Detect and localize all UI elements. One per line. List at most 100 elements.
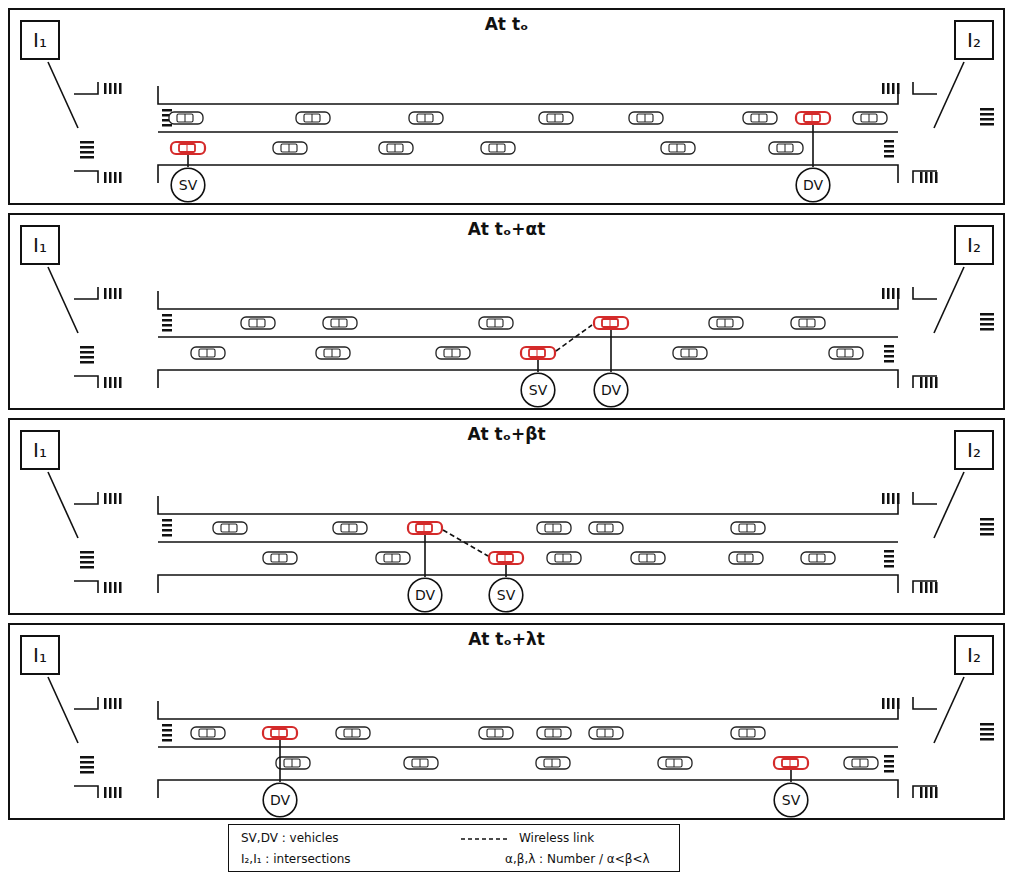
crosswalk [162, 324, 172, 327]
vehicle-label: DV [803, 177, 823, 193]
intersection-pointer [934, 62, 964, 128]
crosswalk [162, 524, 172, 527]
vehicle [376, 552, 410, 564]
vehicle-circle: DV [262, 782, 298, 818]
crosswalk [925, 377, 928, 388]
legend-text: I₂,I₁ : intersections [241, 852, 351, 866]
crosswalk [884, 760, 894, 763]
street-corner [74, 492, 98, 504]
crosswalk [935, 377, 938, 388]
crosswalk [80, 356, 94, 359]
crosswalk [930, 582, 933, 593]
crosswalk [119, 787, 122, 798]
crosswalk [80, 756, 94, 759]
vehicle [829, 347, 863, 359]
vehicle-marker-line [537, 360, 539, 372]
crosswalk [930, 787, 933, 798]
vehicle [791, 317, 825, 329]
crosswalk [80, 346, 94, 349]
crosswalk [882, 288, 885, 299]
legend-text: α,β,λ : Number / α<β<λ [505, 852, 650, 866]
highlighted-vehicle [489, 552, 523, 564]
road-scene [48, 677, 994, 798]
vehicle [379, 142, 413, 154]
road-edge [158, 701, 898, 719]
vehicle [709, 317, 743, 329]
highlighted-vehicle [263, 727, 297, 739]
vehicle [743, 112, 777, 124]
lane-divider [158, 131, 898, 133]
crosswalk [884, 550, 894, 553]
crosswalk [119, 288, 122, 299]
crosswalk [897, 493, 900, 504]
vehicle [241, 317, 275, 329]
crosswalk [162, 729, 172, 732]
vehicle-label: DV [415, 587, 435, 603]
vehicle [481, 142, 515, 154]
intersection-label: I₂ [967, 233, 981, 257]
road-edge [158, 575, 898, 593]
street-corner [74, 82, 98, 94]
crosswalk [887, 83, 890, 94]
vehicle-marker-line [505, 565, 507, 577]
vehicle [404, 757, 438, 769]
vehicle [169, 112, 203, 124]
intersection-pointer [48, 677, 78, 743]
vehicle-circle: SV [520, 372, 556, 408]
vehicle [409, 112, 443, 124]
crosswalk [935, 172, 938, 183]
crosswalk [897, 288, 900, 299]
vehicle [589, 727, 623, 739]
crosswalk [884, 355, 894, 358]
crosswalk [162, 534, 172, 537]
crosswalk [80, 551, 94, 554]
crosswalk [104, 698, 107, 709]
crosswalk [897, 83, 900, 94]
crosswalk [892, 83, 895, 94]
crosswalk [109, 787, 112, 798]
vehicle-label: SV [179, 177, 197, 193]
crosswalk [80, 151, 94, 154]
lane-divider [158, 336, 898, 338]
panel-title: At tₒ+λt [10, 625, 1003, 649]
legend-text: SV,DV : vehicles [241, 831, 339, 845]
vehicle [769, 142, 803, 154]
crosswalk [884, 155, 894, 158]
crosswalk [80, 351, 94, 354]
vehicle [479, 727, 513, 739]
crosswalk [884, 555, 894, 558]
vehicle [844, 757, 878, 769]
crosswalk [114, 582, 117, 593]
intersection-box: I₁ [20, 635, 60, 675]
intersection-label: I₁ [33, 233, 47, 257]
crosswalk [80, 766, 94, 769]
vehicle [589, 522, 623, 534]
crosswalk [162, 124, 172, 127]
crosswalk [162, 319, 172, 322]
street-corner [913, 697, 937, 709]
vehicle [333, 522, 367, 534]
vehicle [276, 757, 310, 769]
street-corner [74, 287, 98, 299]
crosswalk [119, 172, 122, 183]
vehicle [436, 347, 470, 359]
vehicle [323, 317, 357, 329]
wireless-link [443, 530, 488, 556]
crosswalk [882, 698, 885, 709]
crosswalk [980, 528, 994, 531]
road-edge [158, 165, 898, 183]
crosswalk [109, 493, 112, 504]
crosswalk [980, 533, 994, 536]
highlighted-vehicle [774, 757, 808, 769]
road-scene [48, 62, 994, 183]
vehicle [801, 552, 835, 564]
vehicle-circle: SV [488, 577, 524, 613]
vehicle [263, 552, 297, 564]
crosswalk [109, 83, 112, 94]
crosswalk [80, 761, 94, 764]
crosswalk [980, 113, 994, 116]
intersection-label: I₁ [33, 28, 47, 52]
intersection-box: I₁ [20, 430, 60, 470]
vehicle-circle: SV [773, 782, 809, 818]
vehicle-marker-line [812, 125, 814, 167]
